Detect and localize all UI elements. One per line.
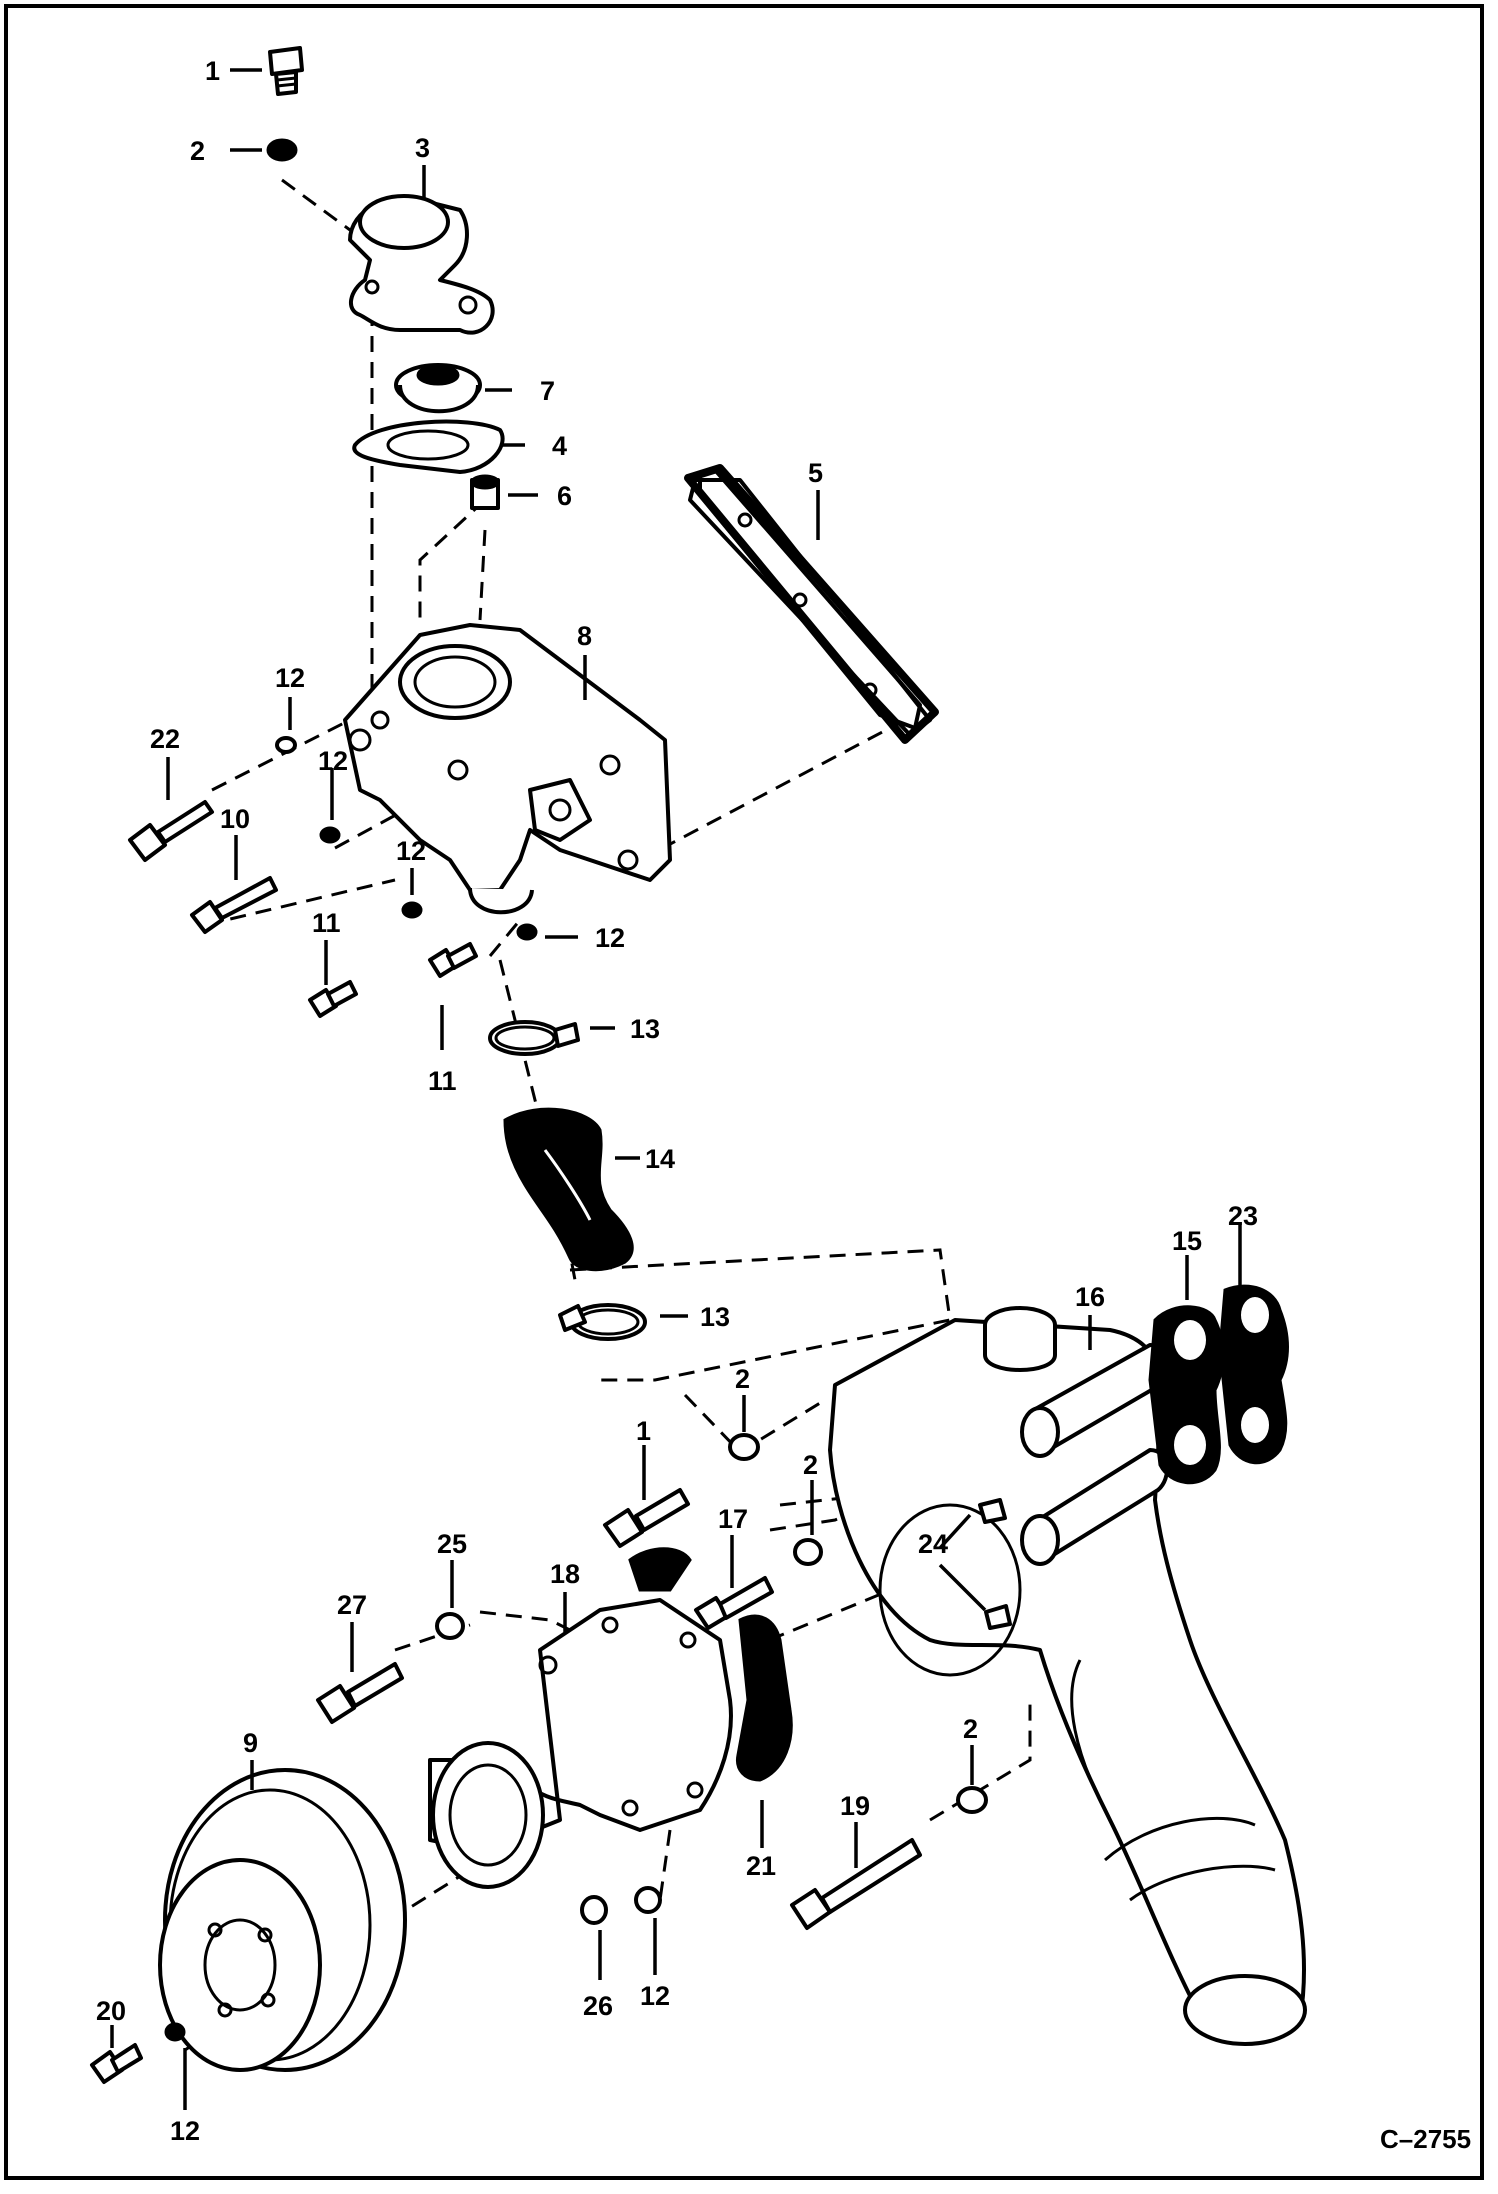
hose-clamp-part-13-top — [488, 1020, 580, 1056]
callout-12-e: 12 — [640, 1981, 670, 2011]
hose-part-14 — [503, 1107, 634, 1272]
water-pump-housing-part-16 — [828, 1306, 1307, 2046]
thermostat-part-7 — [394, 363, 482, 414]
nut-part-26 — [580, 1895, 608, 1925]
callout-1-top: 1 — [205, 56, 220, 86]
callout-16: 16 — [1075, 1282, 1105, 1312]
callout-2-c: 2 — [803, 1450, 818, 1480]
callout-23: 23 — [1228, 1201, 1258, 1231]
callout-2-b: 2 — [735, 1364, 750, 1394]
callout-7: 7 — [540, 376, 555, 406]
gasket-part-4 — [352, 419, 505, 474]
callout-21: 21 — [746, 1851, 776, 1881]
stud-part-24 — [978, 1498, 1012, 1630]
washer-part-2-lower-group — [728, 1433, 988, 1814]
gasket-part-5 — [684, 464, 939, 744]
callout-24: 24 — [918, 1529, 948, 1559]
bolt-part-20 — [90, 2043, 143, 2084]
callout-12-d: 12 — [595, 923, 625, 953]
bolt-part-19 — [790, 1838, 922, 1930]
callout-2-top: 2 — [190, 136, 205, 166]
callout-8: 8 — [577, 621, 592, 651]
fasteners-part-8-group — [128, 736, 538, 1018]
callout-labels: 1 2 3 7 4 6 5 8 12 22 12 10 12 11 12 11 … — [96, 56, 1471, 2154]
callout-27: 27 — [337, 1590, 367, 1620]
callout-18: 18 — [550, 1559, 580, 1589]
callout-19: 19 — [840, 1791, 870, 1821]
thermostat-housing-part-8 — [343, 623, 672, 915]
gasket-part-21 — [628, 1547, 793, 1782]
callout-15: 15 — [1172, 1226, 1202, 1256]
leader-lines — [110, 68, 1242, 2110]
callout-14: 14 — [645, 1144, 675, 1174]
callout-10: 10 — [220, 804, 250, 834]
callout-25: 25 — [437, 1529, 467, 1559]
callout-5: 5 — [808, 458, 823, 488]
pump-body-part-18 — [428, 1598, 733, 1889]
callout-17: 17 — [718, 1504, 748, 1534]
callout-3: 3 — [415, 133, 430, 163]
hose-clamp-part-13-bottom — [558, 1303, 647, 1341]
callout-20: 20 — [96, 1996, 126, 2026]
washer-part-12-bottom — [164, 2022, 186, 2042]
washer-part-25 — [435, 1612, 465, 1640]
plug-part-6 — [470, 474, 500, 510]
callout-11-left: 11 — [312, 908, 341, 938]
callout-6: 6 — [557, 481, 572, 511]
washer-part-2-top — [266, 138, 298, 162]
drawing-code: C–2755 — [1380, 2124, 1471, 2154]
washer-part-12-near-26 — [634, 1886, 662, 1914]
bolt-part-17 — [694, 1576, 774, 1630]
pulley-part-9 — [158, 1768, 407, 2072]
gasket-part-15 — [1148, 1305, 1224, 1485]
bolt-part-1-top — [268, 46, 304, 96]
callout-9: 9 — [243, 1728, 258, 1758]
callout-12-f: 12 — [170, 2116, 200, 2146]
callout-13-top: 13 — [630, 1014, 660, 1044]
callout-4: 4 — [552, 431, 567, 461]
bolt-part-27 — [316, 1662, 404, 1724]
bolt-part-1-lower — [603, 1488, 690, 1548]
gasket-part-23 — [1218, 1284, 1289, 1465]
callout-13-bottom: 13 — [700, 1302, 730, 1332]
callout-12-b: 12 — [318, 746, 348, 776]
callout-2-d: 2 — [963, 1714, 978, 1744]
callout-1-lower: 1 — [636, 1416, 651, 1446]
thermostat-cover-part-3 — [348, 194, 495, 335]
callout-11-right: 11 — [428, 1066, 457, 1096]
callout-26: 26 — [583, 1991, 613, 2021]
callout-12-c: 12 — [396, 836, 426, 866]
callout-12-a: 12 — [275, 663, 305, 693]
callout-22: 22 — [150, 724, 180, 754]
